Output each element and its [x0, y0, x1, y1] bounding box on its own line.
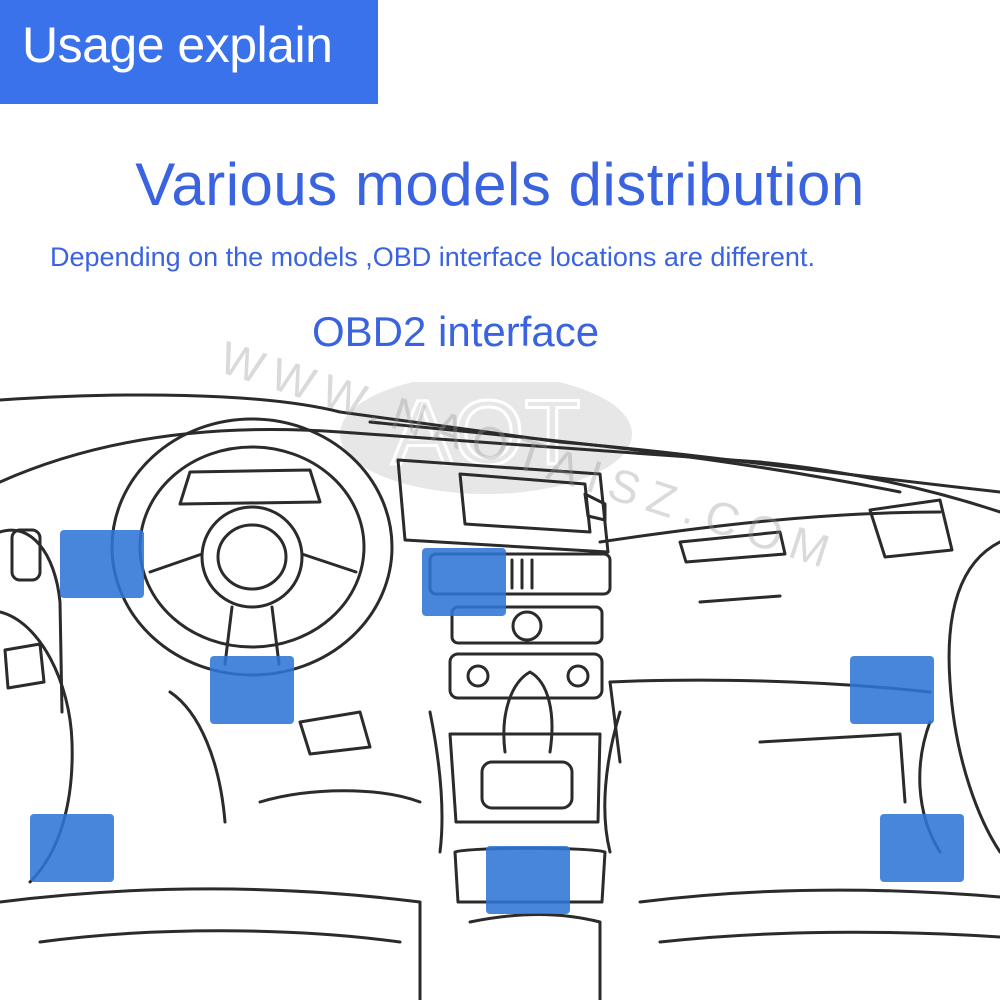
header-banner: Usage explain	[0, 0, 378, 104]
location-under-steering-marker	[210, 656, 294, 724]
location-right-dash-marker	[850, 656, 934, 724]
location-center-console-marker	[422, 548, 506, 616]
section-title: Usage explain	[22, 17, 333, 73]
car-interior-illustration: AOT	[0, 382, 1000, 1000]
location-left-vent-marker	[60, 530, 144, 598]
location-left-footwell-marker	[30, 814, 114, 882]
subheadline: Depending on the models ,OBD interface l…	[50, 242, 815, 272]
location-center-tunnel-marker	[486, 846, 570, 914]
obd2-interface-label: OBD2 interface	[312, 308, 600, 355]
headline: Various models distribution	[135, 151, 865, 218]
location-right-footwell-marker	[880, 814, 964, 882]
